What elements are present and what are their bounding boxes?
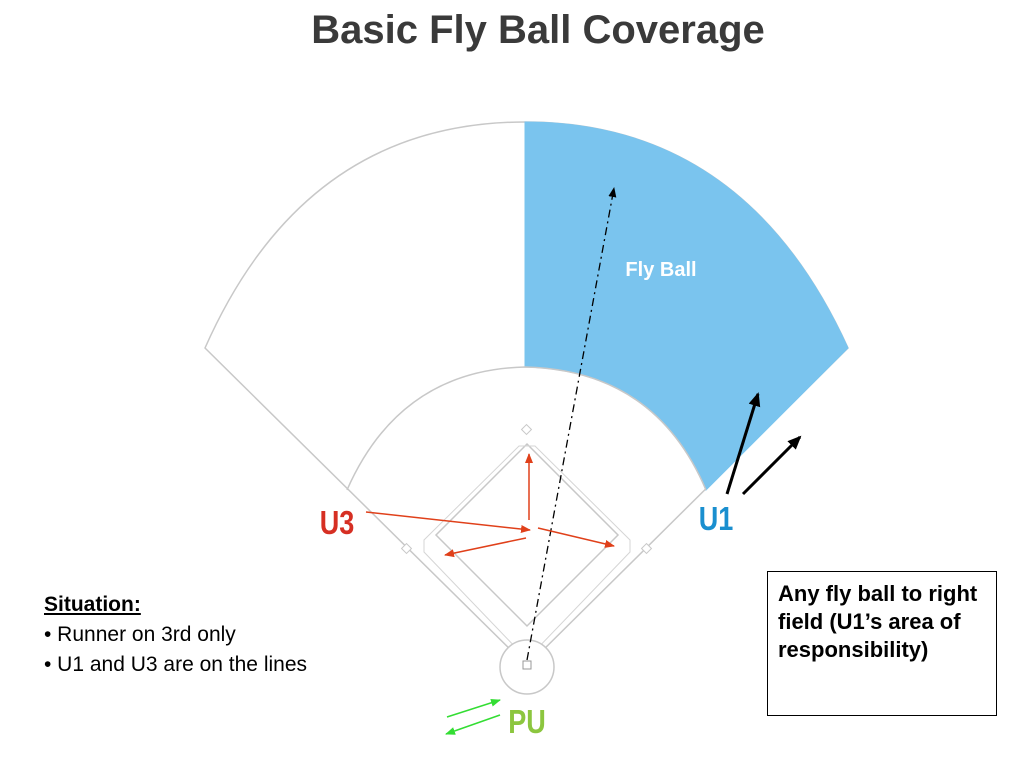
pu-arrow-upper	[446, 698, 501, 718]
infield-diamond	[434, 442, 620, 628]
ball-flight-path	[526, 187, 617, 661]
u1-label: U1	[699, 502, 734, 538]
situation-heading: Situation:	[44, 593, 141, 616]
page-title: Basic Fly Ball Coverage	[311, 8, 765, 52]
arrow-to-first	[537, 527, 615, 548]
third-base	[400, 542, 413, 555]
situation-bullet: • U1 and U3 are on the lines	[44, 653, 308, 676]
u3-arrow	[365, 511, 531, 533]
u1-arrow-line	[741, 435, 802, 496]
infield-arc	[346, 366, 707, 491]
arrow-to-third	[444, 537, 527, 558]
situation-block: Situation: • Runner on 3rd only • U1 and…	[44, 590, 307, 680]
note-box: Any fly ball to right field (U1’s area o…	[767, 571, 997, 716]
pu-label: PU	[508, 705, 546, 741]
fly-ball-label: Fly Ball	[625, 259, 696, 281]
situation-bullet: • Runner on 3rd only	[44, 623, 236, 646]
pu-arrow-lower	[445, 714, 501, 735]
home-plate	[522, 660, 532, 670]
second-base	[520, 423, 533, 436]
u3-label: U3	[320, 506, 355, 542]
first-base	[640, 542, 653, 555]
u1-arrow-outfield	[725, 392, 761, 495]
